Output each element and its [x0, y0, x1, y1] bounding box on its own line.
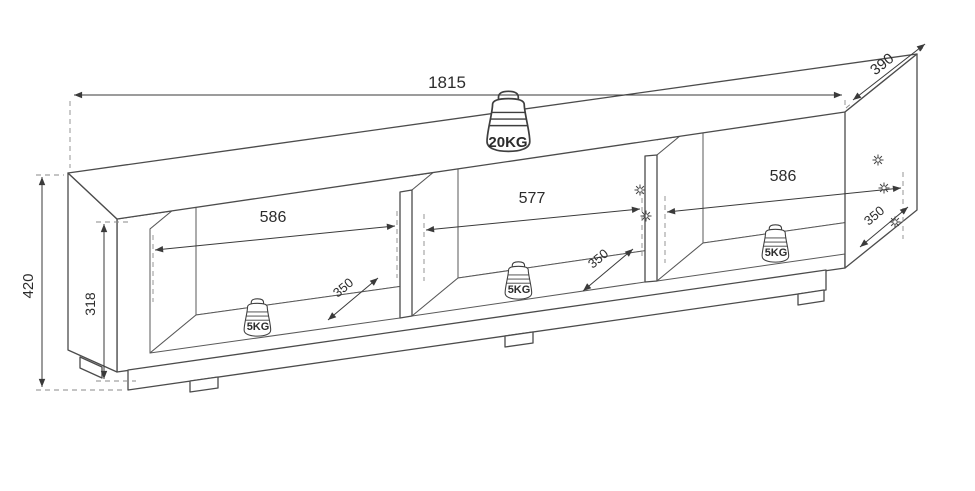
dimension-line — [852, 43, 926, 101]
extension-lines — [152, 211, 398, 302]
compartment-2-load-label: 5KG — [508, 284, 531, 296]
dimension-line — [327, 277, 379, 321]
divider-panel-1 — [399, 189, 413, 319]
dimension-line — [582, 248, 634, 292]
dimension-line — [666, 185, 902, 215]
width-dimension: 1815 — [69, 73, 846, 168]
overall-height-label: 420 — [20, 273, 37, 298]
overall-width-label: 1815 — [428, 73, 466, 92]
compartment-2-width-label: 577 — [519, 190, 546, 207]
compartment-1-width-label: 586 — [260, 209, 287, 226]
foot-2 — [504, 331, 534, 348]
dimension-line — [859, 206, 909, 248]
compartment-1-load-label: 5KG — [247, 321, 270, 333]
plinth — [127, 269, 827, 391]
compartment-1-width-dimension: 586 — [152, 209, 398, 302]
foot-3 — [797, 289, 825, 306]
extension-lines — [423, 189, 643, 281]
foot-1 — [189, 376, 219, 393]
extension-lines — [69, 100, 846, 168]
extension-lines — [36, 174, 126, 391]
interior-height-dimension: 318 — [82, 221, 136, 382]
compartment-3-load-label: 5KG — [765, 247, 788, 259]
compartment-2-width-dimension: 577 — [423, 189, 643, 281]
compartment-3-floor — [657, 222, 845, 282]
dimension-line — [425, 206, 641, 233]
load-capacity-markers: 20KG 5KG 5KG 5KG — [243, 90, 790, 337]
divider-panel-2 — [644, 154, 658, 283]
extension-lines — [96, 221, 136, 382]
height-dimension: 420 — [20, 174, 126, 391]
top-load-label: 20KG — [488, 134, 527, 151]
interior-height-label: 318 — [82, 292, 98, 316]
dimension-line — [154, 223, 396, 253]
compartment-3-width-label: 586 — [770, 168, 797, 185]
